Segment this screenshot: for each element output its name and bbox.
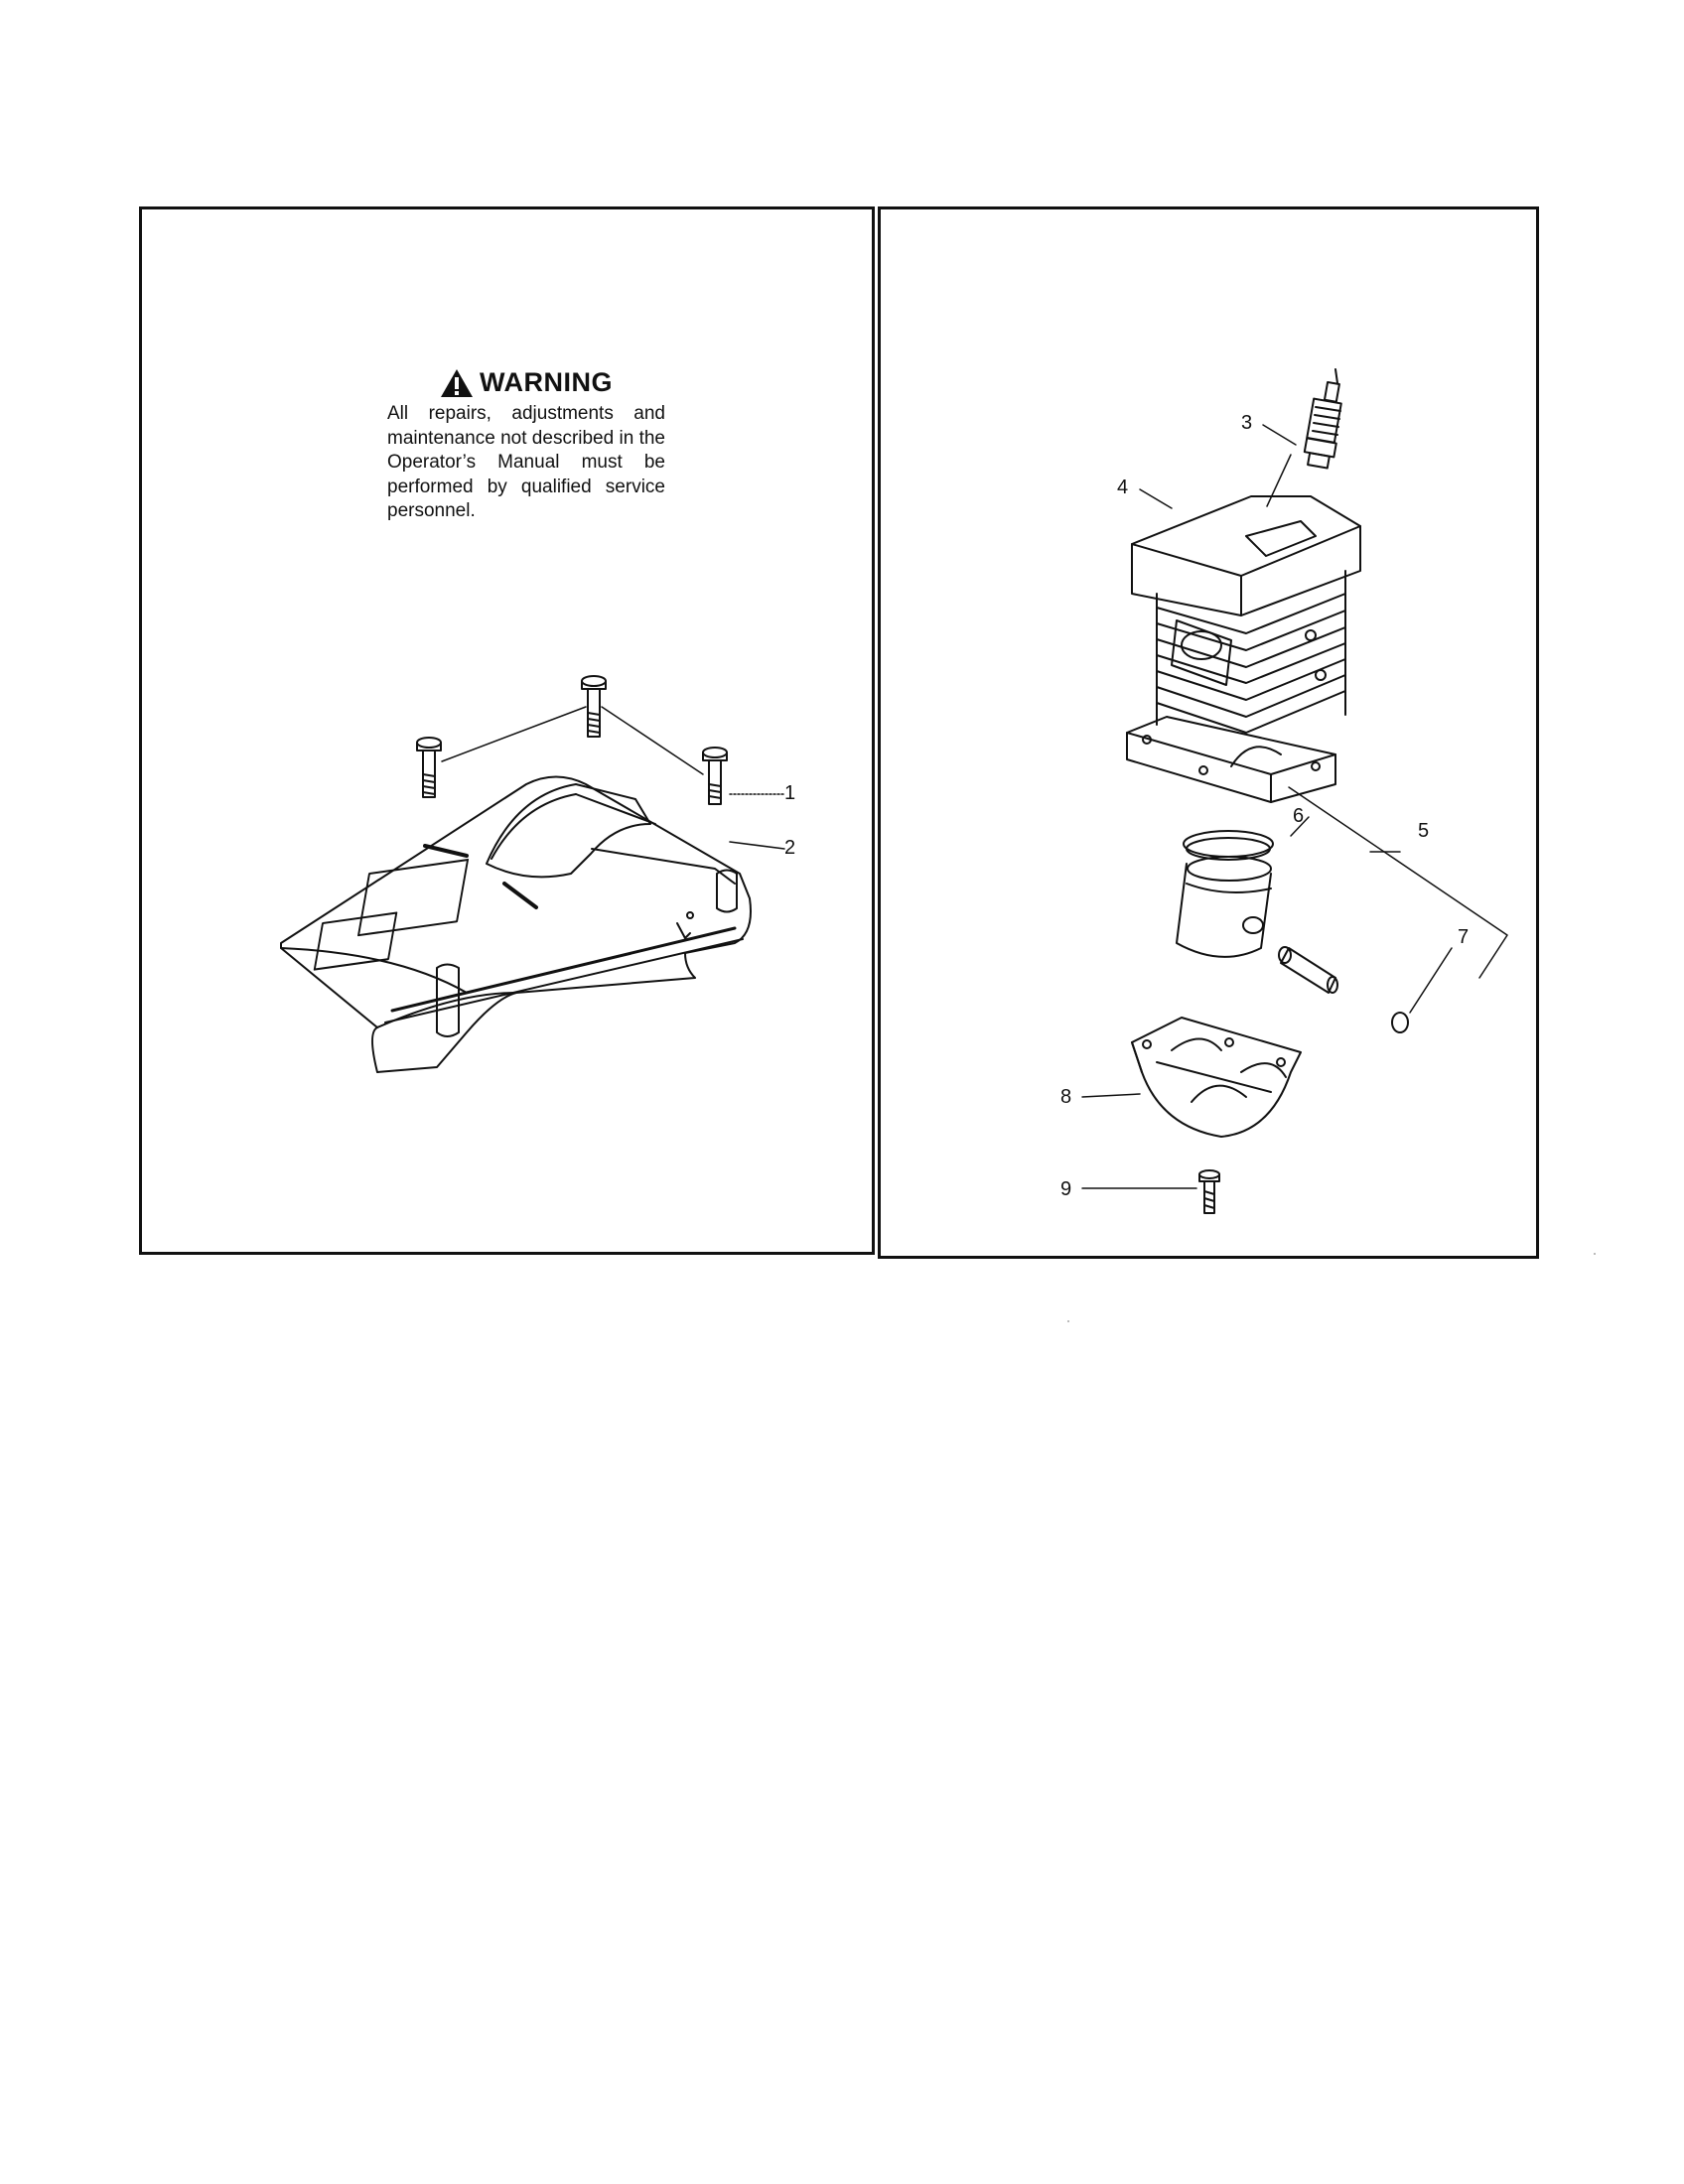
left-diagram-panel: [139, 206, 875, 1255]
cylinder-cover: [280, 775, 752, 1073]
scan-speck: [1594, 1253, 1596, 1255]
callout-1: 1: [784, 782, 795, 804]
piston-ring: [1183, 830, 1274, 861]
callout-2: 2: [784, 837, 795, 859]
warning-notice: WARNING All repairs, adjustments and mai…: [387, 367, 665, 524]
retaining-clip: [1391, 1012, 1409, 1033]
cylinder: [1126, 495, 1361, 803]
spark-plug: [1303, 368, 1342, 470]
warning-triangle-icon: [441, 368, 473, 397]
piston-pin: [1278, 946, 1338, 994]
screw-3: [702, 747, 728, 805]
warning-text: All repairs, adjustments and maintenance…: [387, 403, 665, 521]
callout-4: 4: [1117, 477, 1128, 498]
crankcase-half: [1131, 1017, 1302, 1138]
scan-speck: [1067, 1320, 1069, 1322]
right-diagram-panel: [878, 206, 1539, 1259]
screw-1: [416, 737, 442, 798]
callout-9: 9: [1060, 1178, 1071, 1200]
callout-5: 5: [1418, 820, 1429, 842]
piston: [1176, 856, 1272, 958]
callout-6: 6: [1293, 805, 1304, 827]
screw-2: [581, 675, 607, 738]
callout-3: 3: [1241, 412, 1252, 434]
warning-heading: WARNING: [387, 367, 665, 398]
crankcase-screw: [1198, 1169, 1220, 1214]
callout-7: 7: [1458, 926, 1469, 948]
warning-title: WARNING: [480, 367, 613, 397]
callout-8: 8: [1060, 1086, 1071, 1108]
